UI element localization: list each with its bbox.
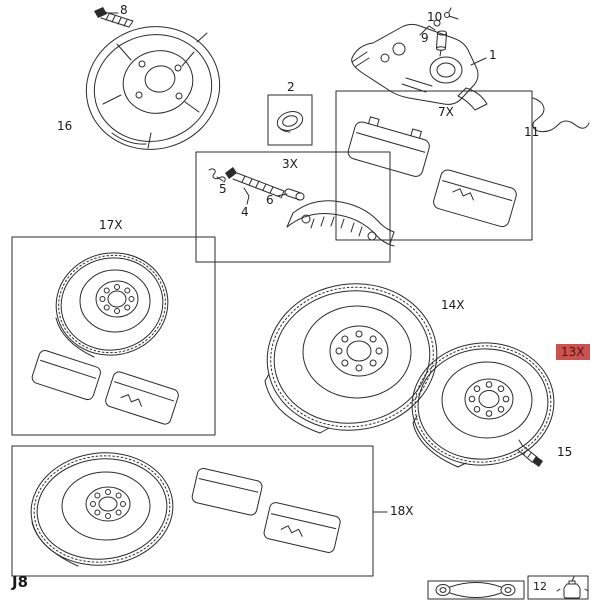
guide-pin-kit-3x-art bbox=[195, 151, 395, 263]
callout-11[interactable]: 11 bbox=[524, 125, 540, 139]
kit-17x-art bbox=[11, 236, 216, 436]
grease-box bbox=[527, 575, 589, 600]
pad-art bbox=[105, 371, 179, 425]
callout-1[interactable]: 1 bbox=[489, 48, 497, 62]
callout-15[interactable]: 15 bbox=[557, 445, 573, 459]
group-box-2 bbox=[267, 94, 313, 146]
grease-bottle-icon bbox=[556, 576, 589, 599]
pipe-tool-icon bbox=[435, 582, 516, 598]
pad-art bbox=[263, 502, 341, 553]
carrier-bracket-art bbox=[292, 200, 395, 233]
callout-17x[interactable]: 17X bbox=[99, 218, 123, 232]
page-code: J8 bbox=[12, 573, 29, 591]
brake-pads-7x-art bbox=[335, 90, 533, 241]
spring-clip-11-art bbox=[532, 97, 590, 133]
callout-14x[interactable]: 14X bbox=[441, 298, 465, 312]
callout-4[interactable]: 4 bbox=[241, 205, 249, 219]
pad-art bbox=[191, 467, 263, 516]
group-box-17x bbox=[11, 236, 216, 436]
callout-7x[interactable]: 7X bbox=[438, 105, 454, 119]
callout-8[interactable]: 8 bbox=[120, 3, 128, 17]
pad-outer-art bbox=[347, 116, 430, 177]
kit-18x-art bbox=[11, 445, 388, 577]
bolt-8-art bbox=[94, 7, 134, 28]
sleeve-6-art bbox=[284, 188, 305, 201]
pad-art bbox=[31, 350, 101, 401]
grease-legend-art bbox=[527, 575, 589, 600]
group-box-18x bbox=[11, 445, 374, 577]
seal-2-art bbox=[267, 94, 313, 146]
callout-5[interactable]: 5 bbox=[219, 182, 227, 196]
caliper-1-art bbox=[351, 19, 488, 111]
callout-13x[interactable]: 13X bbox=[556, 344, 590, 360]
callout-18x[interactable]: 18X bbox=[390, 504, 414, 518]
callout-6[interactable]: 6 bbox=[266, 193, 274, 207]
tool-box bbox=[427, 580, 525, 600]
group-box-3x bbox=[195, 151, 391, 263]
group-box-7x bbox=[335, 90, 533, 241]
disc-13x-art bbox=[411, 342, 555, 468]
boot-5-art bbox=[208, 168, 226, 183]
backing-plate-16-art bbox=[85, 26, 221, 150]
callout-2[interactable]: 2 bbox=[287, 80, 295, 94]
bolt-15-art bbox=[517, 439, 543, 467]
bolt-10-art bbox=[444, 7, 459, 20]
bleeder-9-art bbox=[436, 30, 447, 57]
callout-10[interactable]: 10 bbox=[427, 10, 443, 24]
callout-3x[interactable]: 3X bbox=[282, 157, 298, 171]
callout-9[interactable]: 9 bbox=[421, 31, 429, 45]
disc-14x-art bbox=[264, 283, 438, 434]
callout-16[interactable]: 16 bbox=[57, 119, 73, 133]
callout-12[interactable]: 12 bbox=[533, 580, 547, 593]
pad-inner-art bbox=[433, 169, 517, 228]
tool-legend-art bbox=[427, 580, 525, 600]
